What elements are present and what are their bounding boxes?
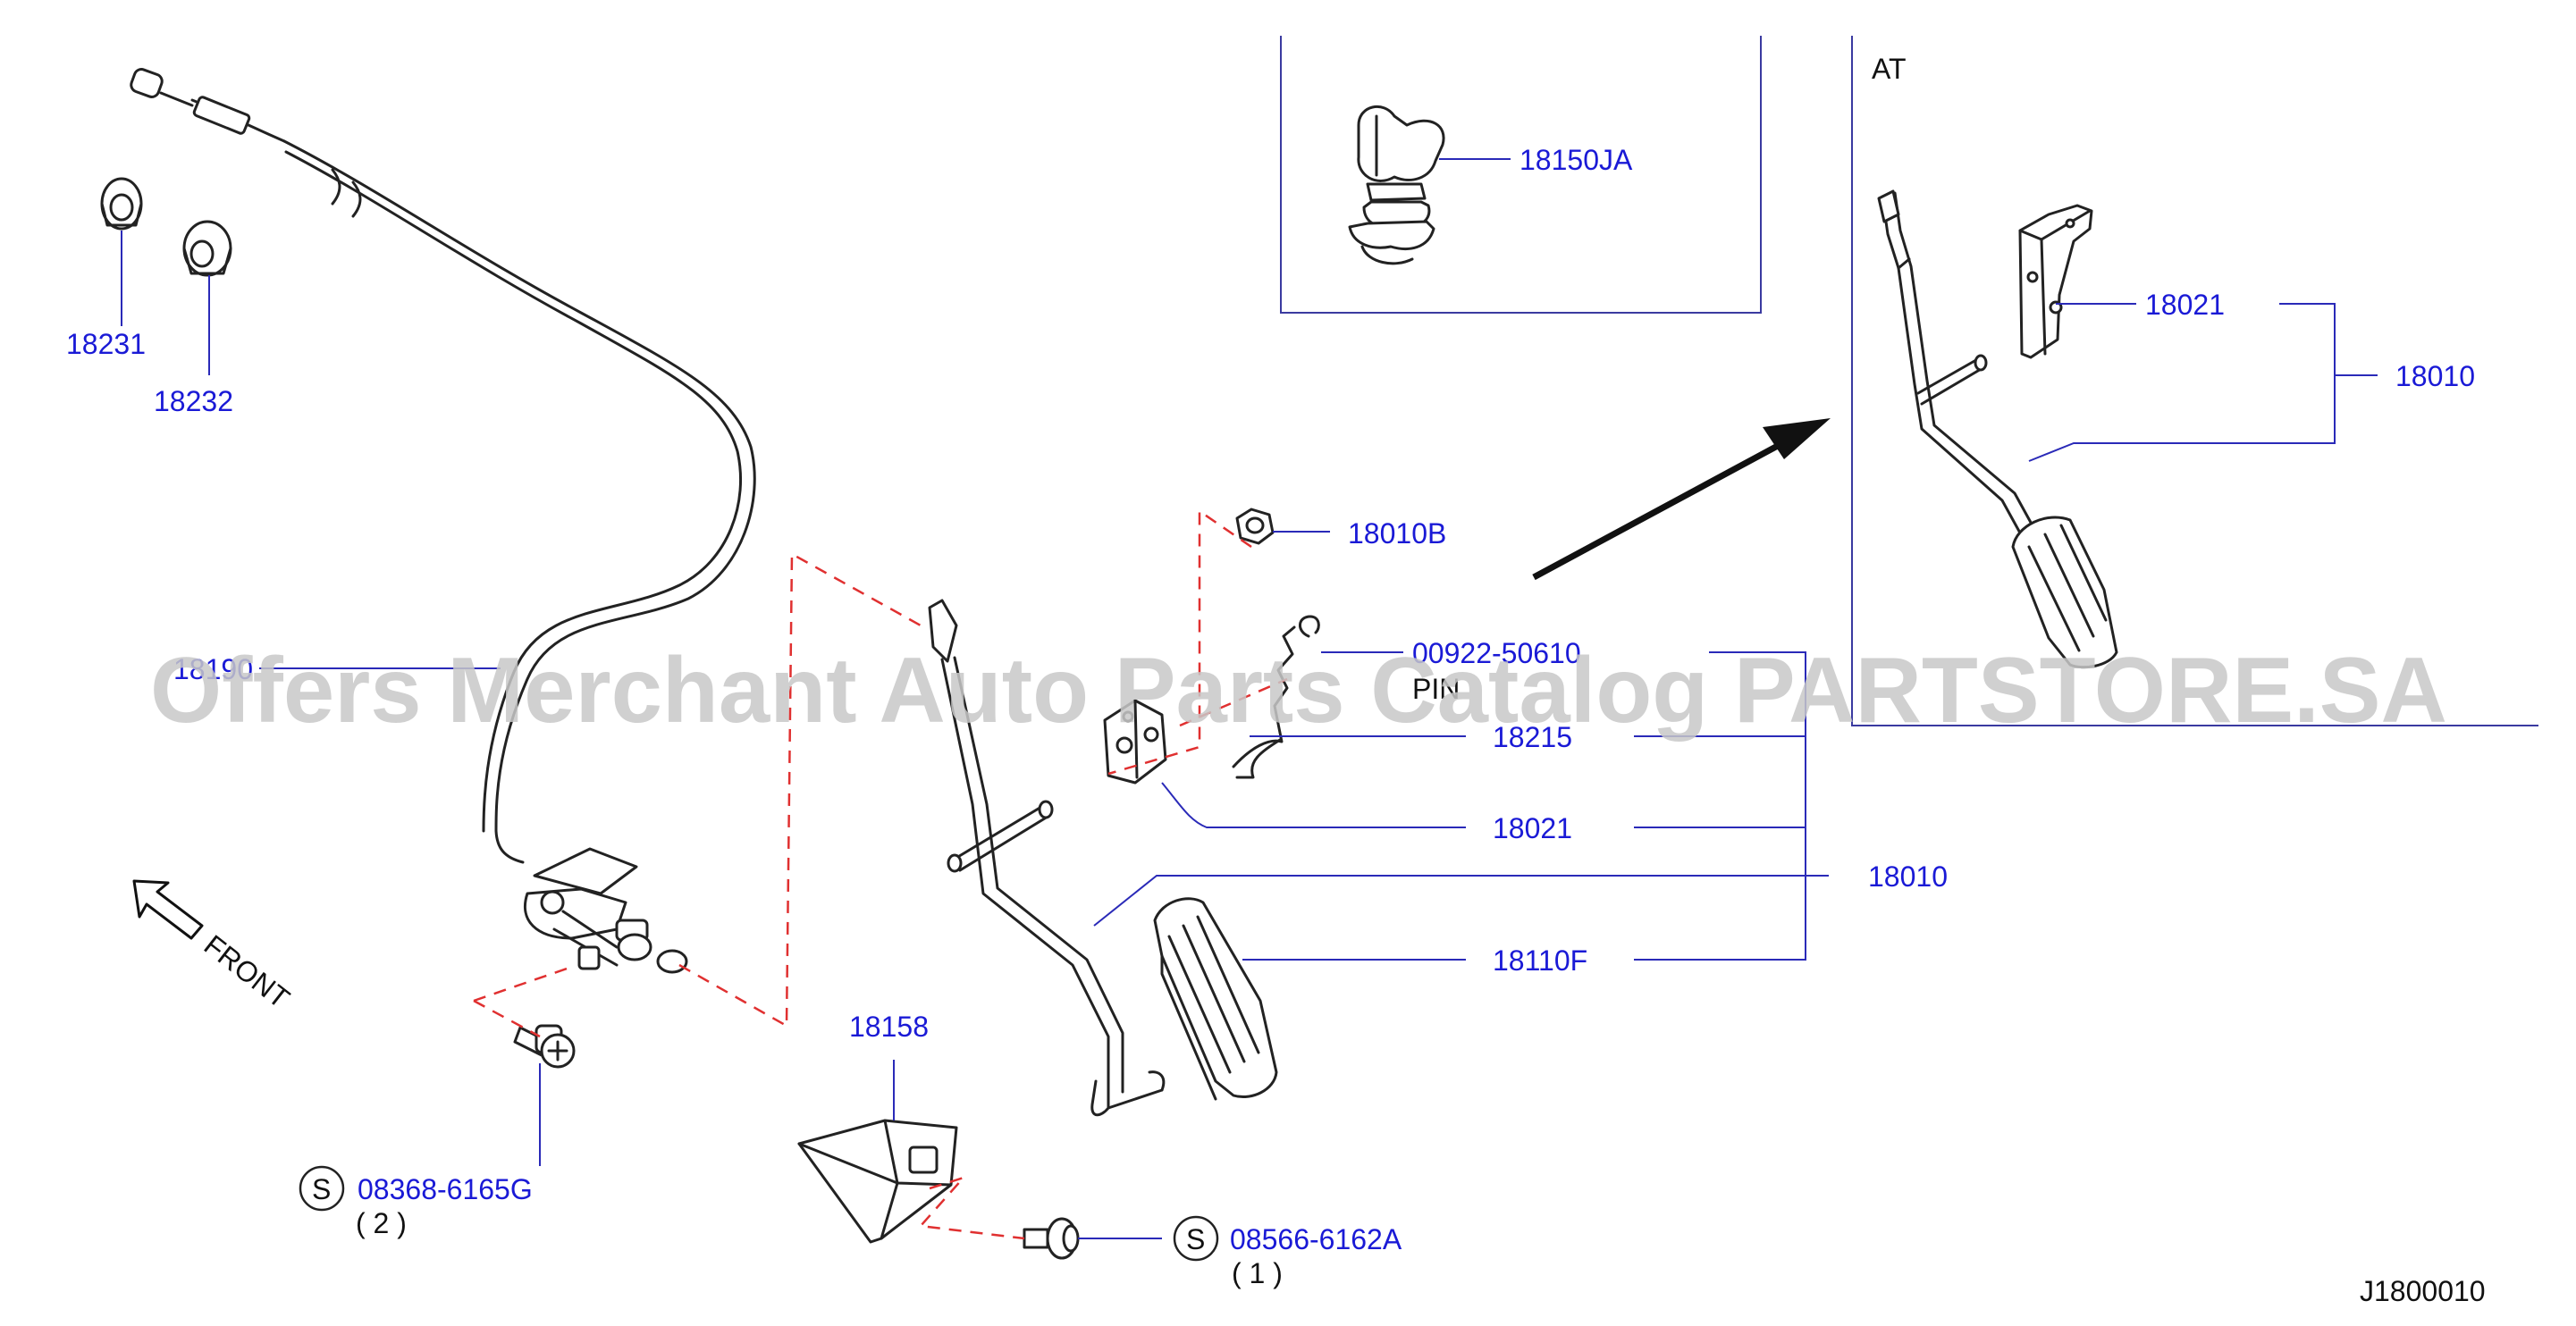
dashed-line-stopper [918, 1175, 1025, 1240]
s-mark-08368-letter: S [312, 1173, 331, 1205]
label-18010-main[interactable]: 18010 [1868, 860, 1948, 893]
s-mark-08566-letter: S [1186, 1223, 1205, 1255]
at-inset-frame [1851, 36, 2538, 726]
cable-bracket[interactable] [524, 847, 688, 974]
leader-18010-at [2028, 303, 2378, 462]
label-18021-main[interactable]: 18021 [1493, 812, 1572, 844]
label-18021-at[interactable]: 18021 [2145, 289, 2225, 321]
watermark: Offers Merchant Auto Parts Catalog PARTS… [150, 639, 2447, 743]
diagram-code: J1800010 [2360, 1275, 2486, 1307]
bracket-18010-group [1634, 651, 1829, 961]
label-18150ja[interactable]: 18150JA [1520, 144, 1633, 176]
pedal-arm[interactable] [928, 599, 1166, 1117]
leader-18021-main [1161, 782, 1466, 828]
pin-clip[interactable] [1299, 615, 1320, 638]
label-18158[interactable]: 18158 [849, 1011, 929, 1043]
label-18010-at[interactable]: 18010 [2395, 360, 2475, 392]
label-18231[interactable]: 18231 [66, 328, 146, 360]
s-mark-08368 [299, 1165, 345, 1212]
at-pedal-assembly[interactable] [1877, 189, 2118, 669]
accelerator-cable[interactable] [130, 67, 756, 864]
at-title: AT [1872, 53, 1907, 85]
dashed-line-spring [1179, 677, 1288, 727]
nut-18010b[interactable] [1235, 508, 1275, 545]
label-09922[interactable]: 00922-50610 [1412, 637, 1581, 669]
clip-18150ja[interactable] [1348, 105, 1445, 265]
spring-18215[interactable] [1232, 625, 1296, 779]
bolt-08368[interactable] [513, 1024, 576, 1069]
label-18110f[interactable]: 18110F [1493, 944, 1587, 977]
label-18010b[interactable]: 18010B [1348, 517, 1446, 550]
at-arrow-icon [1532, 418, 1831, 581]
stopper-18158[interactable] [797, 1119, 958, 1244]
s-mark-08566 [1173, 1215, 1219, 1262]
front-label: FRONT [198, 928, 296, 1014]
label-18215[interactable]: 18215 [1493, 721, 1572, 753]
label-08566[interactable]: 08566-6162A [1230, 1223, 1402, 1255]
label-18232[interactable]: 18232 [154, 385, 233, 417]
dashed-line-cable [678, 551, 922, 1028]
part-18231-grommet[interactable] [100, 177, 143, 231]
screw-08566[interactable] [1023, 1217, 1080, 1260]
part-18232-clip[interactable] [182, 220, 232, 277]
label-18190-partial[interactable]: 18190 [173, 653, 253, 685]
front-arrow-icon [132, 879, 204, 940]
dashed-line-nut [1107, 508, 1252, 776]
label-pin: PIN [1412, 673, 1460, 705]
leader-18010-main [1093, 875, 1814, 927]
qty-08566: ( 1 ) [1232, 1257, 1283, 1289]
clip-inset-frame [1280, 36, 1762, 314]
pedal-pad-18110f[interactable] [1153, 897, 1278, 1101]
dashed-line-left [473, 965, 573, 1003]
label-08368[interactable]: 08368-6165G [358, 1173, 533, 1205]
qty-08368: ( 2 ) [356, 1207, 407, 1239]
